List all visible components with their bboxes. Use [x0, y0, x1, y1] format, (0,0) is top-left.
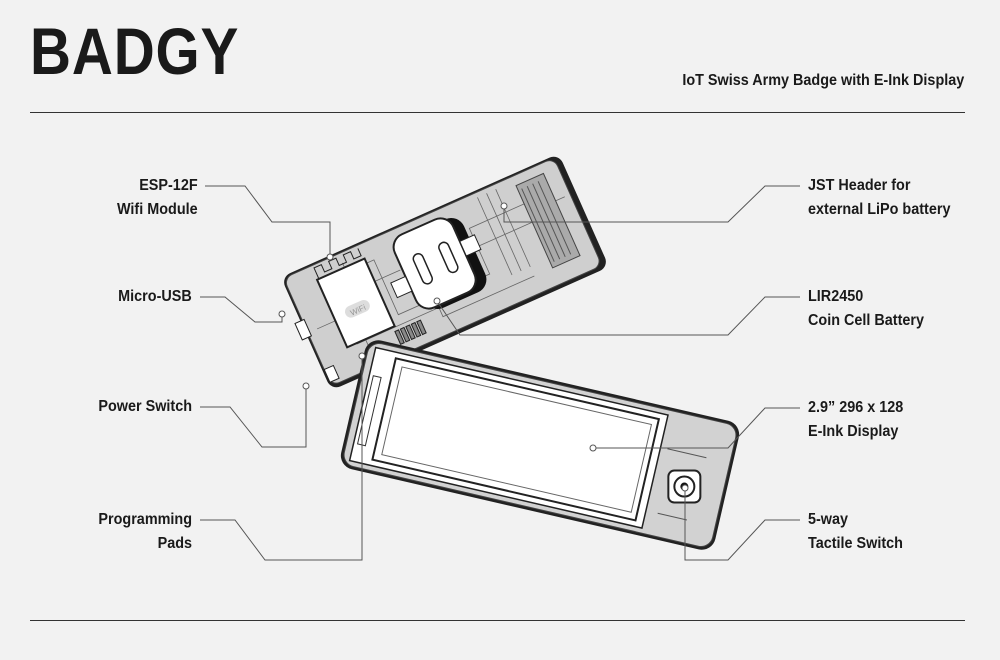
- esp12f-module: WiFi: [313, 248, 396, 349]
- bottom-divider: [30, 620, 965, 621]
- page-title: BADGY: [30, 14, 240, 88]
- coin-cell-holder: [390, 217, 487, 310]
- eink-screen: [371, 357, 661, 522]
- programming-pads: [394, 319, 427, 345]
- leader-dots: [278, 202, 689, 492]
- jst-connector: [515, 172, 581, 269]
- leader-lines: [200, 185, 800, 561]
- label-micro-usb: Micro-USB: [118, 288, 192, 305]
- tactile-switch: [667, 469, 702, 504]
- label-power-switch: Power Switch: [98, 398, 192, 415]
- micro-usb-port: [294, 318, 313, 341]
- power-switch: [323, 364, 340, 384]
- page-subtitle: IoT Swiss Army Badge with E-Ink Display: [682, 72, 964, 89]
- pcb-board: WiFi: [284, 156, 606, 388]
- top-divider: [30, 112, 965, 113]
- display-board: [340, 340, 740, 550]
